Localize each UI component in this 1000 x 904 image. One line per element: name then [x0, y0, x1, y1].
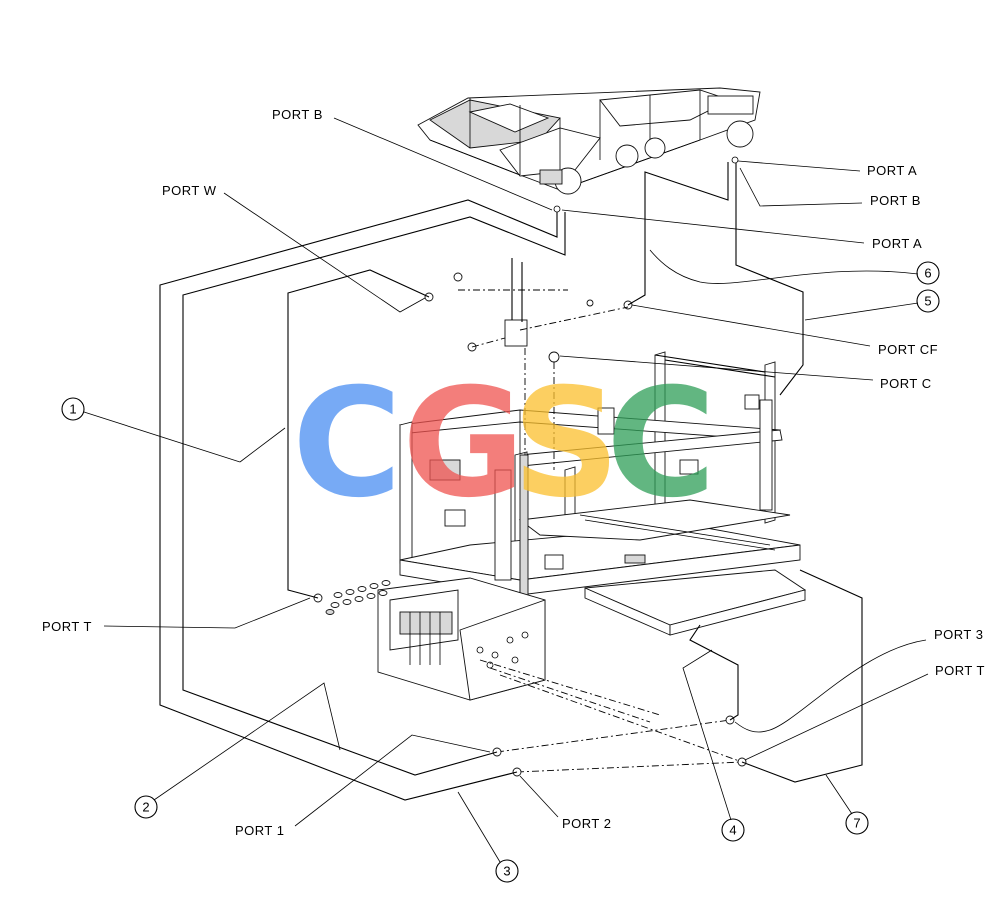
callout-6-circle: [916, 261, 940, 285]
hose-4-path: [689, 624, 739, 721]
port-c-label: PORT C: [880, 376, 932, 391]
callout-2-circle: [134, 795, 158, 819]
port-1-label: PORT 1: [235, 823, 284, 838]
port-b-right-label: PORT B: [870, 193, 921, 208]
hose-1-path: [287, 269, 430, 599]
hose-3-path: [159, 199, 558, 801]
top-valve-assembly: [417, 87, 761, 213]
hose-5-path: [735, 163, 804, 396]
hose-2-path: [182, 212, 566, 776]
port-cf-label: PORT CF: [878, 342, 938, 357]
callout-5-circle: [916, 289, 940, 313]
hose-routes: [159, 162, 863, 801]
callout-1-circle: [61, 397, 85, 421]
hose-6-path: [627, 162, 729, 306]
callout-7-number: 7: [853, 816, 860, 831]
watermark-letter-4: C: [606, 357, 716, 531]
port-labels: PORT B PORT W PORT A PORT B PORT A PORT …: [42, 107, 985, 838]
port-t-right-label: PORT T: [935, 663, 985, 678]
callout-6-number: 6: [924, 266, 931, 281]
watermark-letter-1: C: [292, 357, 402, 531]
callout-4-circle: [721, 818, 745, 842]
watermark-letter-3: S: [512, 357, 620, 531]
callout-5-number: 5: [924, 294, 931, 309]
callout-4-number: 4: [729, 823, 736, 838]
watermark-logo: C G S C: [292, 357, 716, 531]
port-w-label: PORT W: [162, 183, 217, 198]
port-2-label: PORT 2: [562, 816, 611, 831]
callouts: 1 2 3 4 5 6 7: [61, 249, 940, 883]
port-a-top-label: PORT A: [867, 163, 917, 178]
port-b-left-label: PORT B: [272, 107, 323, 122]
watermark-letter-2: G: [402, 357, 525, 531]
callout-1-number: 1: [69, 402, 76, 417]
callout-2-number: 2: [142, 800, 149, 815]
hose-7-path: [741, 569, 863, 783]
callout-3-circle: [495, 859, 519, 883]
main-frame-assembly: [398, 258, 807, 636]
callout-7-circle: [845, 811, 869, 835]
port-a-mid-label: PORT A: [872, 236, 922, 251]
port-3-label: PORT 3: [934, 627, 983, 642]
callout-3-number: 3: [503, 864, 510, 879]
port-t-left-label: PORT T: [42, 619, 92, 634]
lower-valve-bank: [313, 577, 747, 777]
